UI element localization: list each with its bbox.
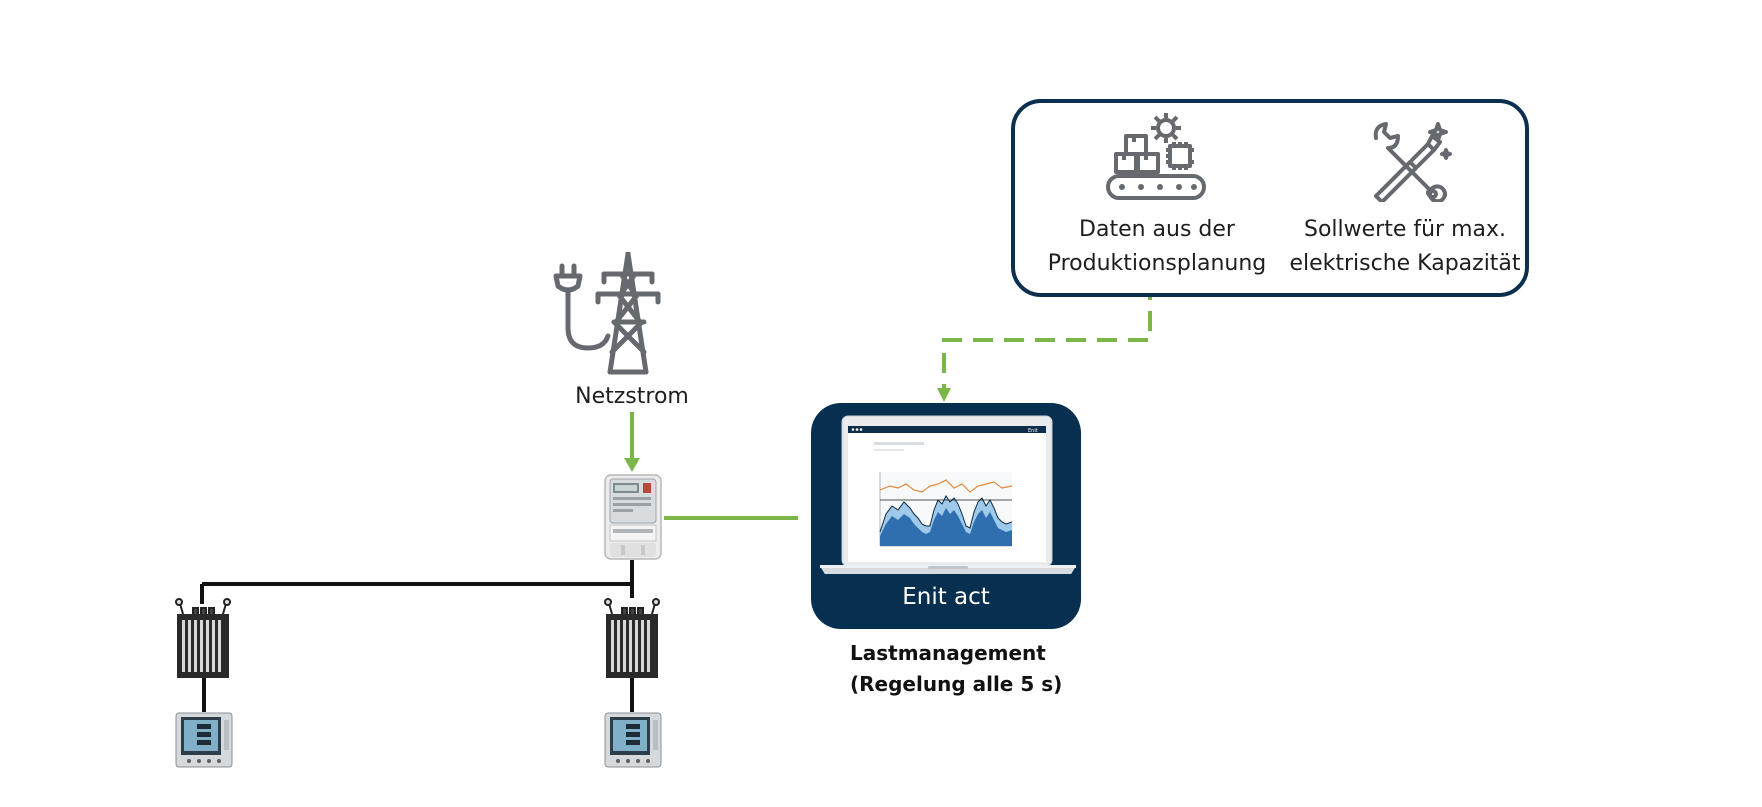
info-to-enit-dashed-line [942, 280, 1152, 390]
laptop-image: Enit [820, 415, 1076, 574]
power-meter-left-image [175, 712, 233, 768]
transformer-left-image [175, 598, 231, 678]
info-item-production: Daten aus der Produktionsplanung [1035, 213, 1279, 281]
info-item-setpoints-line2: elektrische Kapazität [1289, 251, 1521, 276]
load-management-caption-line2: (Regelung alle 5 s) [850, 672, 1063, 696]
production-conveyor-icon [1106, 113, 1206, 200]
power-grid-icon [553, 252, 661, 375]
enit-act-name: Enit act [902, 584, 990, 610]
info-item-production-line1: Daten aus der [1079, 217, 1235, 242]
info-item-production-line2: Produktionsplanung [1047, 251, 1267, 276]
grid-label: Netzstrom [575, 384, 689, 409]
info-item-setpoints: Sollwerte für max. elektrische Kapazität [1283, 213, 1527, 281]
info-to-enit-arrowhead [937, 388, 951, 402]
wrench-tools-icon [1373, 122, 1452, 202]
laptop-screen-logo: Enit [1028, 428, 1038, 434]
load-management-caption: Lastmanagement (Regelung alle 5 s) [850, 638, 1070, 700]
power-meter-right-image [604, 712, 662, 768]
load-management-caption-line1: Lastmanagement [850, 641, 1046, 665]
transformer-right-image [604, 598, 660, 678]
info-item-setpoints-line1: Sollwerte für max. [1303, 217, 1507, 242]
electricity-meter-image [604, 474, 662, 560]
grid-to-meter-arrowhead [624, 458, 640, 472]
